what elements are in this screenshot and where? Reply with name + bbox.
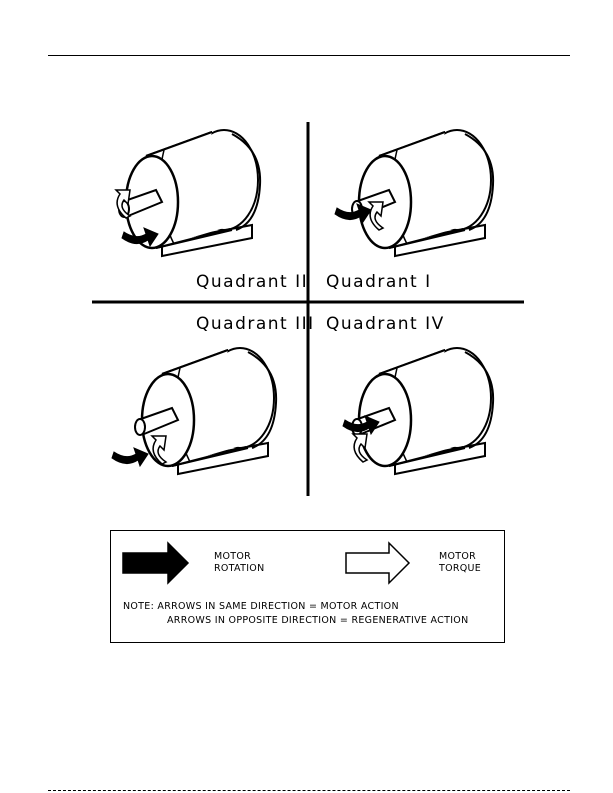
quadrant-ii-label: Quadrant II bbox=[196, 272, 308, 292]
motor-quadrant-iv bbox=[343, 348, 493, 474]
footer-rule bbox=[48, 790, 570, 791]
motor-quadrant-i bbox=[335, 130, 493, 256]
quadrant-iv-label: Quadrant IV bbox=[326, 314, 445, 334]
motor-quadrant-iii bbox=[112, 348, 276, 474]
note-line-2: ARROWS IN OPPOSITE DIRECTION = REGENERAT… bbox=[167, 615, 469, 627]
motor-torque-label-line2: TORQUE bbox=[439, 563, 481, 575]
quadrant-iii-label: Quadrant III bbox=[196, 314, 315, 334]
quadrant-i-label: Quadrant I bbox=[326, 272, 432, 292]
legend-box: MOTOR ROTATION MOTOR TORQUE NOTE: ARROWS… bbox=[110, 530, 505, 643]
motor-rotation-label-line2: ROTATION bbox=[214, 563, 265, 575]
motor-quadrant-ii bbox=[116, 130, 260, 256]
note-line-1: NOTE: ARROWS IN SAME DIRECTION = MOTOR A… bbox=[123, 601, 399, 613]
motor-torque-label-line1: MOTOR bbox=[439, 551, 476, 563]
motor-rotation-label-line1: MOTOR bbox=[214, 551, 251, 563]
